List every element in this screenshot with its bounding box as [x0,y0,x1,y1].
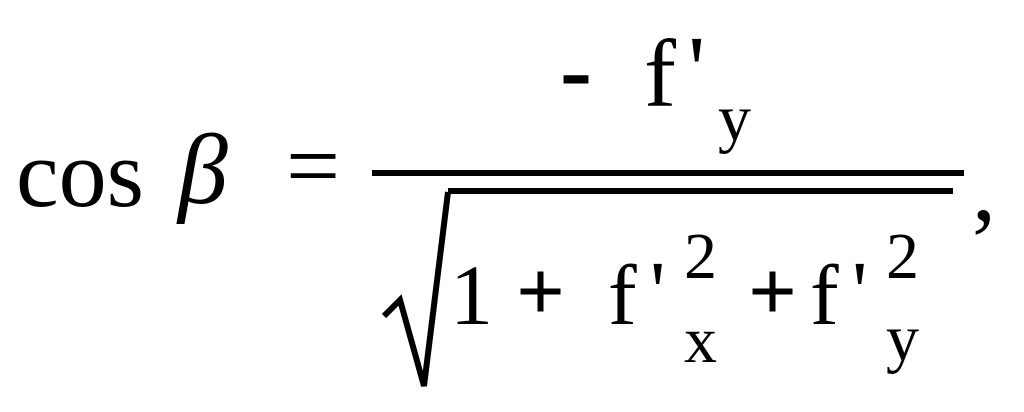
term1-prime: ' [650,243,666,339]
cos-function: cos [16,120,144,227]
term1-superscript: 2 [684,220,717,293]
beta-symbol: β [178,114,228,225]
plus-sign-1: + [516,243,566,339]
plus-sign-2: + [748,243,798,339]
fraction-bar [372,170,964,176]
term2-function: f [810,247,839,343]
numerator-function: f [644,20,676,127]
minus-sign: - [560,16,592,123]
term1-subscript: x [684,304,717,377]
term2-superscript: 2 [886,220,919,293]
term1-function: f [608,247,637,343]
term2-prime: ' [852,243,868,339]
numerator-subscript: y [718,82,751,155]
numerator-prime: ' [688,16,706,123]
denominator-one: 1 [450,247,493,343]
term2-subscript: y [886,302,919,375]
trailing-comma: , [972,134,996,241]
equals-sign: = [286,112,341,219]
